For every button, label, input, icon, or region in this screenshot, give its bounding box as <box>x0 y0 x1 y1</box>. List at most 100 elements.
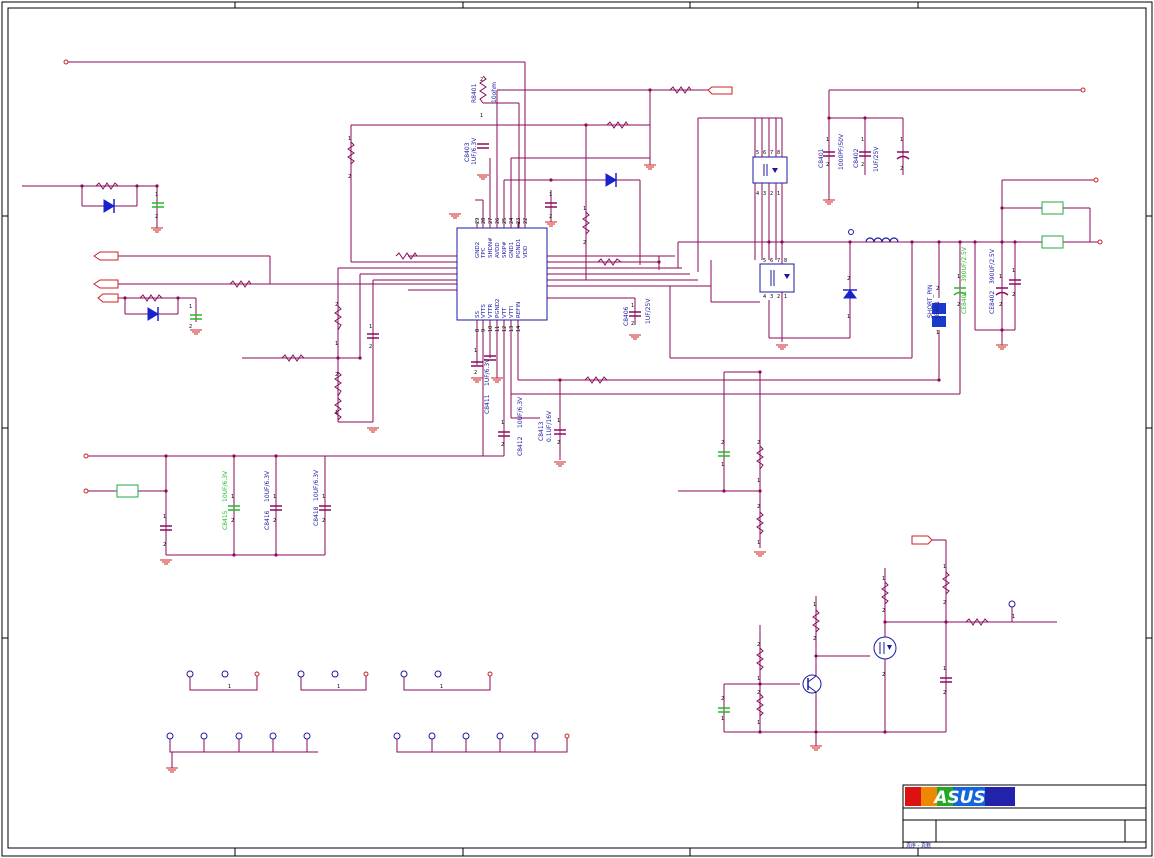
label-c8413-ref: C8413 <box>538 421 545 441</box>
ic-pin-num-10: 10 <box>488 326 494 332</box>
pin-num-marker: 2 <box>231 518 234 524</box>
label-c8411-ref: C8411 <box>484 394 491 414</box>
pin-num-marker: 1 <box>557 418 560 424</box>
ground-symbols <box>151 164 1008 773</box>
label-ce8401-value: 390UF/2.5V <box>961 246 968 282</box>
label-c8406-value: 1UF/25V <box>645 298 652 324</box>
pin-num-marker: 2 <box>721 440 724 446</box>
asus-logo: ASUS <box>905 787 1015 808</box>
title-block: ASUS 頁序 - 頁數 <box>902 784 1147 849</box>
ic-pin-pgnd1: PGND1 <box>516 239 522 258</box>
ic-pin-num-23: 23 <box>516 218 522 224</box>
pin-markers: 2 1 1 2 1 2 2 1 2 1 1 2 1 2 1 2 1 2 1 2 … <box>155 77 1015 726</box>
ic-pin-num-22: 22 <box>523 218 529 224</box>
label-c8401-value: 1000PF/50V <box>838 133 845 170</box>
ic-pin-tpc: TPC <box>481 247 487 259</box>
pin-num-marker: 1 <box>721 716 724 722</box>
ic-pin-vtts: VTTS <box>481 304 487 318</box>
ic-pin-vtt: VTT <box>502 307 508 318</box>
pin-num-marker: 2 <box>721 696 724 702</box>
pin-num-marker: 2 <box>501 442 504 448</box>
ic-pin-num-28: 28 <box>481 218 487 224</box>
pin-num-marker: 1 <box>900 137 903 143</box>
capacitors <box>152 143 1021 713</box>
label-ce8402-value: 390UF/2.5V <box>989 248 996 284</box>
pin-num-marker: 1 <box>757 676 760 682</box>
ic-pin-num-8: 8 <box>475 329 481 332</box>
label-c8416-ref: C8416 <box>264 510 271 530</box>
pin-num-marker: 2 <box>770 191 773 197</box>
pin-num-marker: 2 <box>1012 292 1015 298</box>
pin-num-marker: 2 <box>369 344 372 350</box>
ic-pin-num-14: 14 <box>516 326 522 332</box>
wires-ic-right <box>540 179 1100 394</box>
pin-num-marker: 1 <box>784 294 787 300</box>
pin-num-marker: 2 <box>957 302 960 308</box>
pin-num-marker: 1 <box>861 137 864 143</box>
pin-num-marker: 1 <box>337 684 340 690</box>
pin-num-marker: 2 <box>273 518 276 524</box>
junctions <box>80 88 1017 734</box>
pin-num-marker: 2 <box>348 174 351 180</box>
pin-num-marker: 3 <box>763 191 766 197</box>
pin-num-marker: 2 <box>900 166 903 172</box>
pin-num-marker: 2 <box>943 690 946 696</box>
pin-num-marker: 5 <box>763 258 766 264</box>
ic-pin-pgnd2: PGND2 <box>495 299 501 318</box>
pin-num-marker: 2 <box>826 162 829 168</box>
pin-num-marker: 2 <box>480 77 483 83</box>
test-pads <box>166 670 570 753</box>
pin-num-marker: 1 <box>480 113 483 119</box>
label-c8402-value: 1UF/25V <box>873 146 880 172</box>
pin-num-marker: 1 <box>757 540 760 546</box>
pin-num-marker: 1 <box>335 341 338 347</box>
pin-num-marker: 1 <box>474 348 477 354</box>
pin-num-marker: 2 <box>813 636 816 642</box>
ic-pin-num-29: 29 <box>475 218 481 224</box>
wires-ic-left <box>118 255 457 423</box>
pin-num-marker: 1 <box>440 684 443 690</box>
pin-num-marker: 1 <box>882 576 885 582</box>
ic-pin-vdd: VDD <box>523 246 529 258</box>
pin-num-marker: 1 <box>228 684 231 690</box>
pin-num-marker: 2 <box>847 276 850 282</box>
pin-num-marker: 8 <box>784 258 787 264</box>
pin-num-marker: 2 <box>583 240 586 246</box>
label-c8418-ref: C8418 <box>313 506 320 526</box>
pin-num-marker: 2 <box>631 321 634 327</box>
pin-num-marker: 1 <box>322 494 325 500</box>
ic-pin-skip: SKIP# <box>502 241 508 258</box>
pin-num-marker: 6 <box>770 258 773 264</box>
pin-num-marker: 2 <box>999 302 1002 308</box>
pin-num-marker: 1 <box>943 564 946 570</box>
pin-num-marker: 2 <box>557 440 560 446</box>
label-c8411-value: 1UF/6.3V <box>484 358 491 386</box>
pin-num-marker: 2 <box>335 372 338 378</box>
wires-bottom-right <box>723 539 1057 733</box>
pin-num-marker: 1 <box>813 602 816 608</box>
pin-num-marker: 1 <box>273 494 276 500</box>
pin-num-marker: 2 <box>757 642 760 648</box>
pin-num-marker: 1 <box>847 314 850 320</box>
pin-num-marker: 7 <box>777 258 780 264</box>
page-label: 頁序 - 頁數 <box>906 842 931 849</box>
pin-num-marker: 4 <box>756 191 759 197</box>
label-r8401-value: 10ohm <box>491 82 498 103</box>
pin-num-marker: 2 <box>322 518 325 524</box>
beads <box>116 201 1064 498</box>
pin-num-marker: 2 <box>936 286 939 292</box>
pin-num-marker: 6 <box>763 150 766 156</box>
pin-num-marker: 2 <box>163 542 166 548</box>
pin-num-marker: 8 <box>777 150 780 156</box>
controller-ic: 29 28 27 26 25 24 23 22 GND2 TPC SHDN# A… <box>456 218 548 332</box>
label-c8415-ref: C8415 <box>222 510 229 530</box>
label-r8401-ref: R8401 <box>471 83 478 103</box>
ic-pin-num-26: 26 <box>495 218 501 224</box>
diodes <box>103 173 857 321</box>
label-jumper-ref: J8401 <box>934 301 941 319</box>
ic-pin-ss: SS <box>475 311 481 318</box>
wires-top <box>22 61 1083 280</box>
ic-pin-num-24: 24 <box>509 218 515 224</box>
